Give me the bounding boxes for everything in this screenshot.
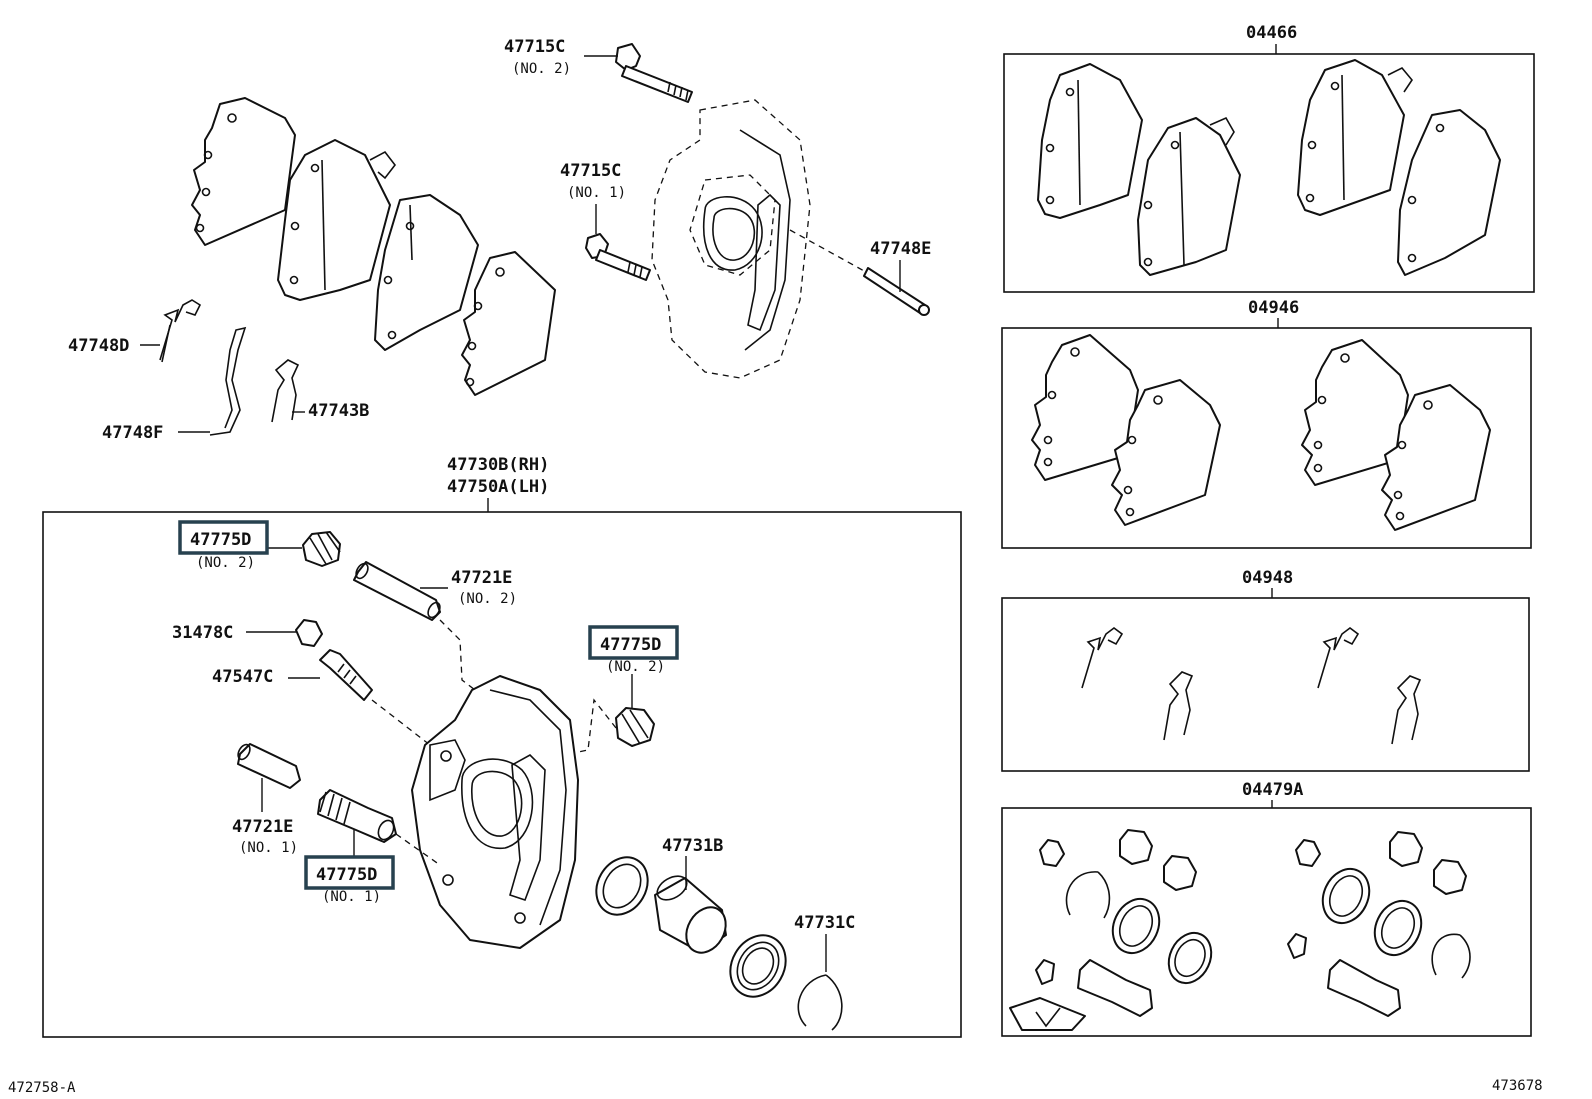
spring-47743B [271, 359, 300, 423]
label-47743B: 47743B [308, 401, 369, 421]
label-47748F: 47748F [102, 423, 163, 443]
label-47715C-no2-sub: (NO. 2) [512, 61, 571, 77]
kit-04948-springs [1081, 627, 1422, 745]
label-caliper-rh: 47730B(RH) [447, 455, 549, 475]
kit-04479A-box [1001, 807, 1532, 1037]
label-47731C: 47731C [794, 913, 855, 933]
label-47715C-no1: 47715C [560, 161, 621, 181]
label-pin-no2: 47721E [451, 568, 512, 588]
footer-right: 473678 [1492, 1078, 1543, 1094]
highlight-boot-bottom [304, 855, 395, 890]
label-boot-bottom-sub: (NO. 1) [322, 889, 381, 905]
boot-top [302, 531, 341, 567]
label-47715C-no1-sub: (NO. 1) [567, 185, 626, 201]
label-31478C: 31478C [172, 623, 233, 643]
bleeder-47547C [319, 649, 373, 701]
boot-bottom [317, 789, 397, 843]
label-pin-no1: 47721E [232, 817, 293, 837]
caliper-body [411, 675, 579, 949]
pin-47748E [863, 267, 930, 316]
label-47715C-no2: 47715C [504, 37, 565, 57]
cap-31478C [295, 619, 323, 647]
shim-outer-left [191, 97, 296, 246]
label-boot-right: 47775D [600, 635, 661, 655]
pad-left [277, 139, 397, 301]
bolt-47715C-no1 [585, 233, 651, 281]
pin-47721E-no2 [353, 561, 441, 621]
dust-boot [729, 934, 787, 998]
kit-04948-box [1001, 597, 1530, 772]
caliper-mounting-outline [651, 99, 811, 379]
label-kit-04466: 04466 [1246, 23, 1297, 43]
bolt-47715C-no2 [615, 43, 693, 103]
kit-04946-box [1001, 327, 1532, 549]
label-boot-bottom: 47775D [316, 865, 377, 885]
piston-47731B [654, 875, 727, 954]
ring-47731C [797, 974, 843, 1031]
kit-04946-shims [1031, 334, 1491, 531]
shim-outer-right [461, 251, 556, 396]
label-pin-no1-sub: (NO. 1) [239, 840, 298, 856]
label-47547C: 47547C [212, 667, 273, 687]
label-boot-top-sub: (NO. 2) [196, 555, 255, 571]
clip-47748D [159, 299, 202, 363]
spring-47748F [209, 326, 247, 436]
footer-left: 472758-A [8, 1080, 76, 1096]
highlight-boot-right [588, 625, 679, 660]
label-boot-top: 47775D [190, 530, 251, 550]
label-kit-04948: 04948 [1242, 568, 1293, 588]
label-47748E: 47748E [870, 239, 931, 259]
label-kit-04479A: 04479A [1242, 780, 1303, 800]
label-caliper-lh: 47750A(LH) [447, 477, 549, 497]
piston-seal [595, 856, 649, 916]
caliper-assembly-box [42, 511, 962, 1038]
label-47748D: 47748D [68, 336, 129, 356]
highlight-boot-top [178, 520, 269, 555]
kit-04479A-parts [1009, 829, 1471, 1031]
label-pin-no2-sub: (NO. 2) [458, 591, 517, 607]
label-kit-04946: 04946 [1248, 298, 1299, 318]
boot-right [615, 707, 655, 747]
pad-right [374, 194, 479, 351]
kit-04466-pads [1037, 59, 1501, 276]
pin-47721E-no1 [237, 743, 301, 789]
label-boot-right-sub: (NO. 2) [606, 659, 665, 675]
label-47731B: 47731B [662, 836, 723, 856]
kit-04466-box [1003, 53, 1535, 293]
